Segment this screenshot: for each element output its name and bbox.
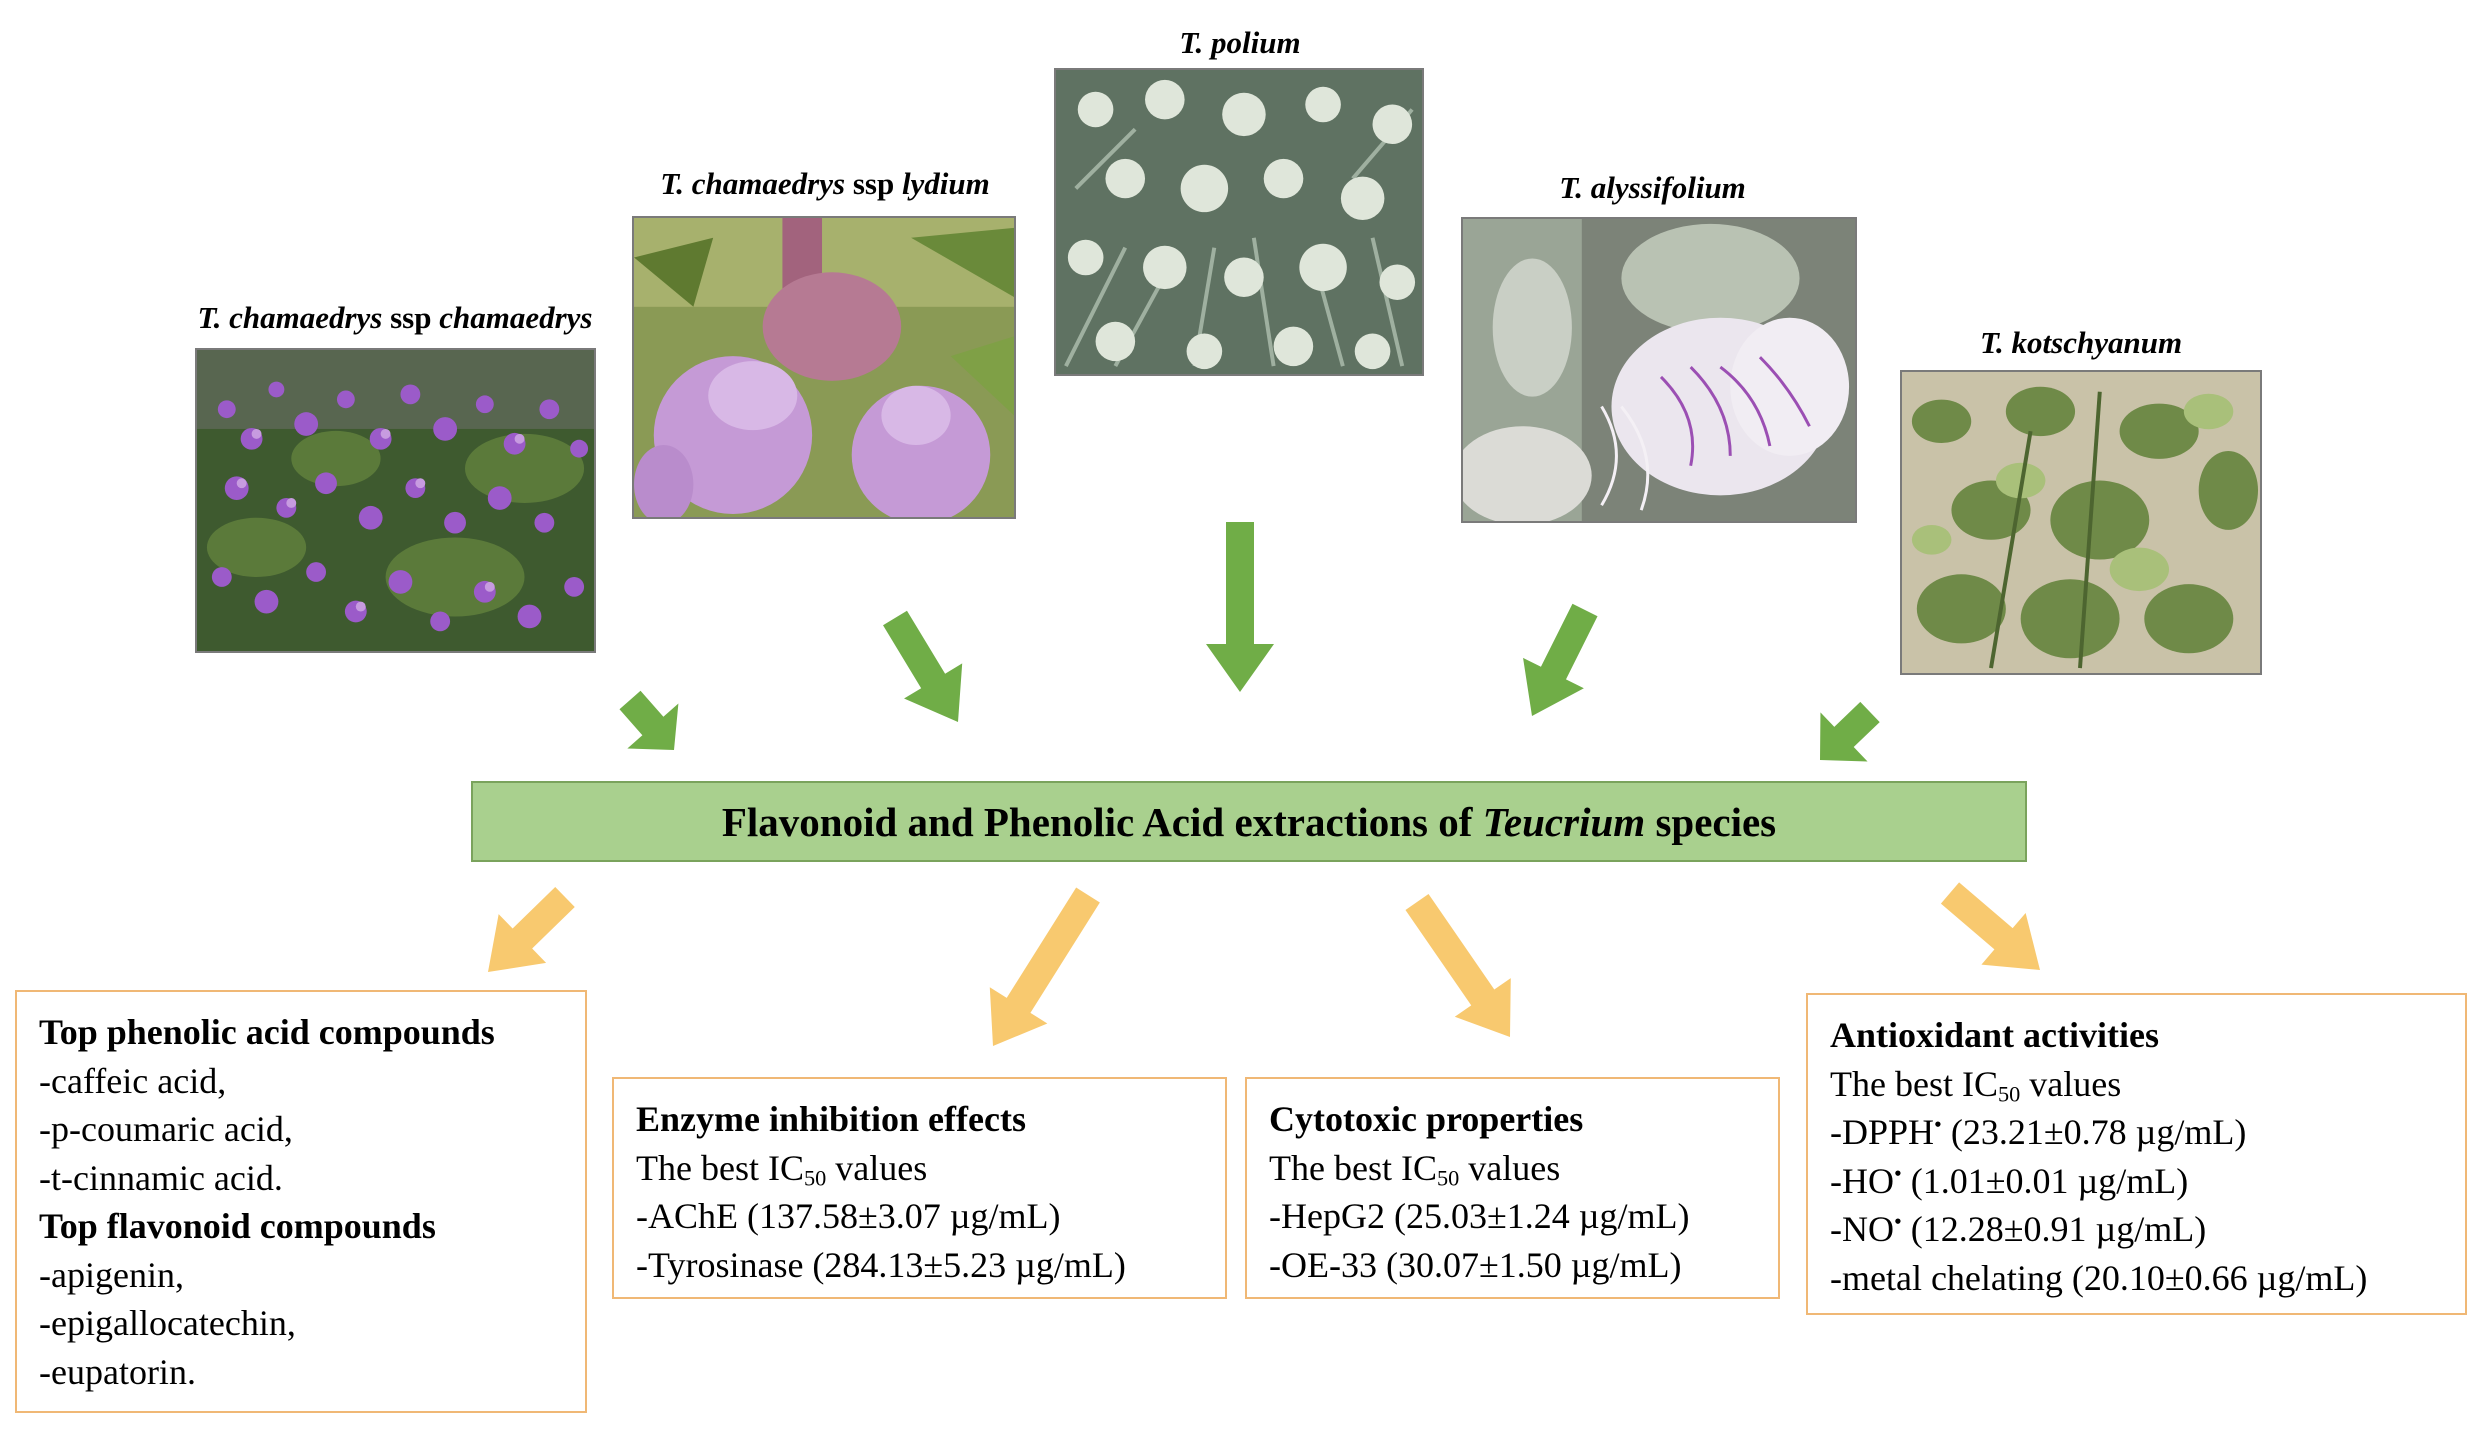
green-arrow-lydium — [883, 610, 963, 722]
compounds-box: Top phenolic acid compounds -caffeic aci… — [15, 990, 587, 1413]
assay-value: (12.28±0.91 µg/mL) — [1901, 1209, 2207, 1249]
green-arrow-polium — [1206, 522, 1274, 692]
assay-value: (20.10±0.66 µg/mL) — [2062, 1257, 2368, 1298]
phenolic-item: -p-coumaric acid, — [39, 1109, 293, 1149]
ic50-suffix: values — [2020, 1063, 2122, 1104]
assay-name: -NO — [1830, 1209, 1894, 1249]
photo-lydium — [632, 216, 1016, 519]
radical-dot: • — [1934, 1111, 1942, 1137]
species-label-kotschyanum: T. kotschyanum — [1900, 325, 2262, 361]
orange-arrow-compounds — [488, 886, 575, 972]
cytotoxic-heading: Cytotoxic properties — [1269, 1099, 1584, 1139]
photo-polium — [1054, 68, 1424, 376]
antioxidant-item-metal: -metal chelating (20.10±0.66 µg/mL) — [1830, 1254, 2443, 1303]
green-arrow-kotschyanum — [1820, 701, 1880, 762]
enzyme-item: -Tyrosinase (284.13±5.23 µg/mL) — [636, 1244, 1126, 1285]
species-label-alyssifolium: T. alyssifolium — [1460, 170, 1845, 206]
antioxidant-item-dpph: -DPPH• (23.21±0.78 µg/mL) — [1830, 1108, 2443, 1157]
radical-dot: • — [1893, 1160, 1902, 1186]
enzyme-box: Enzyme inhibition effects The best IC50 … — [612, 1077, 1227, 1299]
species-label-lydium: T. chamaedrys ssp lydium — [600, 166, 1050, 202]
green-arrow-chamaedrys — [619, 690, 679, 750]
extraction-banner: Flavonoid and Phenolic Acid extractions … — [471, 781, 2027, 862]
antioxidant-box: Antioxidant activities The best IC50 val… — [1806, 993, 2467, 1315]
orange-arrow-antioxidant — [1940, 882, 2040, 970]
label-part: ssp — [845, 166, 902, 201]
banner-text-part: Flavonoid and Phenolic Acid extractions … — [721, 798, 1483, 845]
assay-name: -DPPH — [1830, 1112, 1935, 1152]
label-part: T. chamaedrys — [660, 166, 846, 201]
ic50-prefix: The best IC — [1830, 1063, 1998, 1104]
assay-value: (1.01±0.01 µg/mL) — [1901, 1160, 2189, 1201]
cytotoxic-best-ic50: The best IC50 values — [1269, 1144, 1756, 1193]
species-label-polium: T. polium — [1055, 25, 1425, 61]
ic50-prefix: The best IC — [636, 1147, 804, 1188]
enzyme-item: -AChE (137.58±3.07 µg/mL) — [636, 1196, 1061, 1236]
label-part: T. chamaedrys — [197, 300, 383, 335]
banner-text: Flavonoid and Phenolic Acid extractions … — [722, 798, 1776, 846]
ic50-suffix: values — [826, 1147, 928, 1188]
assay-name: -metal chelating — [1830, 1257, 2063, 1298]
radical-dot: • — [1893, 1208, 1902, 1234]
ic50-suffix: values — [1459, 1147, 1561, 1188]
antioxidant-item-no: -NO• (12.28±0.91 µg/mL) — [1830, 1205, 2443, 1254]
label-part: T. polium — [1179, 25, 1301, 60]
cytotoxic-box: Cytotoxic properties The best IC50 value… — [1245, 1077, 1780, 1299]
ic50-sub: 50 — [803, 1165, 827, 1191]
photo-alyssifolium — [1461, 217, 1857, 523]
antioxidant-heading: Antioxidant activities — [1830, 1015, 2159, 1055]
ic50-prefix: The best IC — [1269, 1147, 1437, 1188]
banner-text-italic: Teucrium — [1482, 798, 1646, 845]
phenolic-item: -caffeic acid, — [39, 1060, 227, 1101]
enzyme-heading: Enzyme inhibition effects — [636, 1099, 1026, 1139]
flavonoid-item: -apigenin, — [39, 1254, 184, 1295]
cytotoxic-item: -OE-33 (30.07±1.50 µg/mL) — [1269, 1244, 1682, 1285]
label-part: lydium — [901, 166, 990, 201]
label-part: chamaedrys — [439, 300, 593, 335]
enzyme-best-ic50: The best IC50 values — [636, 1144, 1203, 1193]
flavonoid-item: -epigallocatechin, — [39, 1303, 296, 1343]
orange-arrow-cytotoxic — [1405, 894, 1511, 1037]
cytotoxic-item: -HepG2 (25.03±1.24 µg/mL) — [1269, 1196, 1690, 1236]
orange-arrow-enzyme — [989, 887, 1100, 1047]
antioxidant-best-ic50: The best IC50 values — [1830, 1060, 2443, 1109]
flavonoid-heading: Top flavonoid compounds — [39, 1206, 436, 1246]
assay-value: (23.21±0.78 µg/mL) — [1941, 1112, 2247, 1152]
phenolic-item: -t-cinnamic acid. — [39, 1157, 283, 1198]
ic50-sub: 50 — [1436, 1165, 1460, 1191]
phenolic-heading: Top phenolic acid compounds — [39, 1012, 495, 1052]
ic50-sub: 50 — [1997, 1081, 2021, 1107]
banner-text-part: species — [1645, 798, 1777, 845]
antioxidant-item-ho: -HO• (1.01±0.01 µg/mL) — [1830, 1157, 2443, 1206]
photo-kotschyanum — [1900, 370, 2262, 675]
species-label-chamaedrys: T. chamaedrys ssp chamaedrys — [150, 300, 640, 336]
label-part: T. alyssifolium — [1559, 170, 1746, 205]
photo-chamaedrys — [195, 348, 596, 653]
assay-name: -HO — [1830, 1160, 1894, 1201]
flavonoid-item: -eupatorin. — [39, 1351, 196, 1392]
label-part: ssp — [382, 300, 440, 335]
label-part: T. kotschyanum — [1979, 325, 2183, 360]
green-arrow-alyssifolium — [1523, 603, 1598, 717]
